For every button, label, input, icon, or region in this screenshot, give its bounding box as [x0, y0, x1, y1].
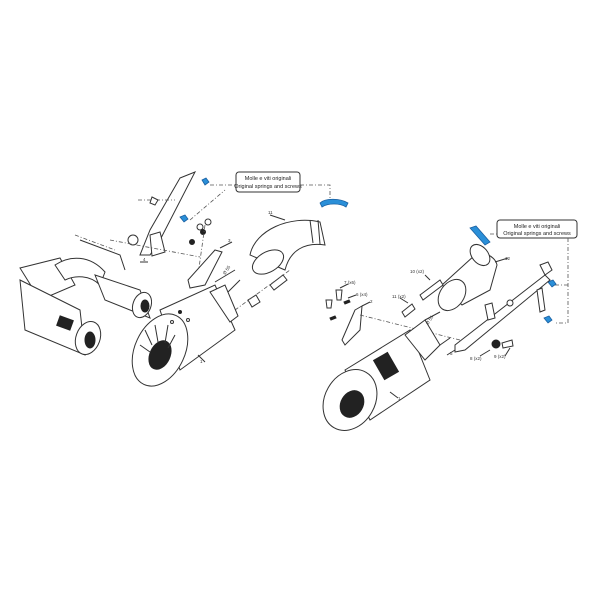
callout-5: 5 [450, 351, 453, 356]
left-assembly: 4 Molle e viti originali Original spring… [19, 171, 349, 387]
note-line1-left: Molle e viti originali [245, 176, 291, 182]
callout-1-left: 1 [200, 359, 203, 364]
fasteners-left [189, 218, 212, 276]
callout-10: 10 (x2) [410, 269, 425, 274]
fasteners-right: 7 (x6) 6 (x4) 2 [325, 280, 461, 346]
spring-icon-right [469, 225, 491, 246]
note-line2-left: Original springs and screws [234, 184, 302, 190]
callout-diameter-left: Ø 55 [222, 264, 232, 275]
bracket-5: 5 8 (x2) 9 (x2) [446, 261, 553, 361]
silencer-1-left: Ø 55 1 [131, 264, 241, 387]
springs-sleeves-right: 10 (x2) 11 (x2) [392, 269, 444, 318]
link-pipe-11: 11 [234, 210, 326, 311]
link-pipe-12: 12 [437, 243, 511, 312]
callout-9: 9 (x2) [494, 354, 506, 359]
callout-7: 7 (x6) [344, 280, 356, 285]
spring-icon [319, 198, 349, 208]
note-box-left [235, 171, 301, 193]
clamp-3: 3 [187, 238, 233, 289]
note-line2-right: Original springs and screws [503, 231, 571, 237]
callout-4: 4 [143, 257, 146, 262]
original-springs-highlight [179, 177, 349, 223]
callout-6: 6 (x4) [356, 292, 368, 297]
callout-11: 11 [268, 210, 273, 215]
callout-11-right: 11 (x2) [392, 294, 406, 299]
callout-2: 2 [370, 299, 373, 304]
callout-3: 3 [228, 238, 231, 243]
callout-12: 12 [505, 256, 511, 261]
note-box-right [496, 219, 578, 239]
note-line1-right: Molle e viti originali [514, 224, 560, 230]
callout-diameter-right: Ø 55 [425, 314, 435, 325]
bracket-4: 4 [109, 171, 201, 263]
callout-8: 8 (x2) [470, 356, 482, 361]
callout-1-right: 1 [398, 396, 401, 401]
stock-exhaust [19, 234, 153, 356]
right-assembly: Molle e viti originali Original springs … [322, 219, 578, 431]
silencer-1-right: Ø 55 1 [322, 311, 451, 431]
